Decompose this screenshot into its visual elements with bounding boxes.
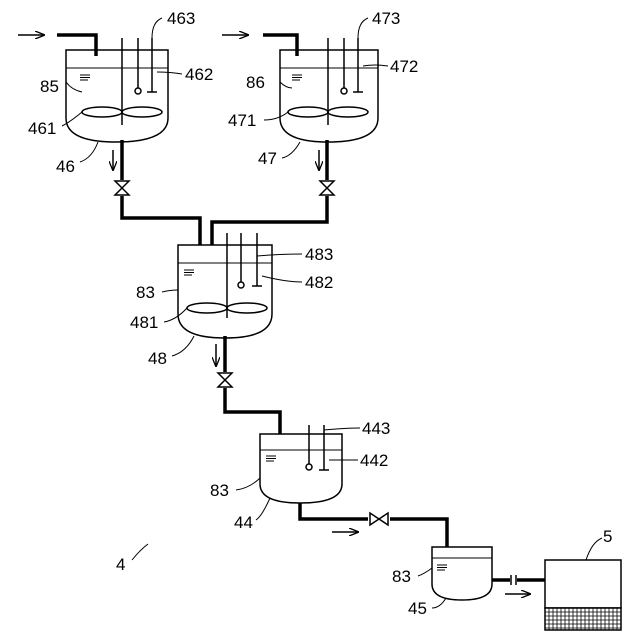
valve-47 (320, 181, 334, 195)
label-85: 85 (40, 77, 59, 96)
connector (511, 575, 516, 585)
label-83-tank-48: 83 (136, 283, 155, 302)
label-461: 461 (28, 119, 56, 138)
label-83-tank-44: 83 (210, 481, 229, 500)
tank-45 (432, 547, 492, 600)
label-463: 463 (167, 9, 195, 28)
label-483: 483 (305, 245, 333, 264)
label-462: 462 (185, 65, 213, 84)
label-481: 481 (130, 313, 158, 332)
label-472: 472 (390, 57, 418, 76)
label-48: 48 (148, 349, 167, 368)
valve-46 (115, 181, 129, 195)
label-86: 86 (246, 73, 265, 92)
label-482: 482 (305, 273, 333, 292)
figure-number: 4 (116, 555, 125, 574)
tank-44 (260, 425, 342, 503)
tank-48 (178, 233, 272, 338)
label-471: 471 (228, 111, 256, 130)
label-47: 47 (258, 149, 277, 168)
label-44: 44 (234, 513, 253, 532)
unit-5 (545, 560, 621, 630)
label-46: 46 (56, 157, 75, 176)
pipe-48-44 (225, 336, 280, 440)
pipe-46-48 (122, 140, 200, 250)
label-45: 45 (408, 599, 427, 618)
tank-47 (263, 35, 378, 142)
pipe-44-45 (300, 503, 447, 552)
label-473: 473 (372, 9, 400, 28)
valve-44 (370, 513, 388, 525)
label-83-tank-45: 83 (392, 567, 411, 586)
label-442: 442 (360, 451, 388, 470)
valve-48 (218, 373, 232, 387)
label-443: 443 (362, 419, 390, 438)
label-5: 5 (603, 527, 612, 546)
